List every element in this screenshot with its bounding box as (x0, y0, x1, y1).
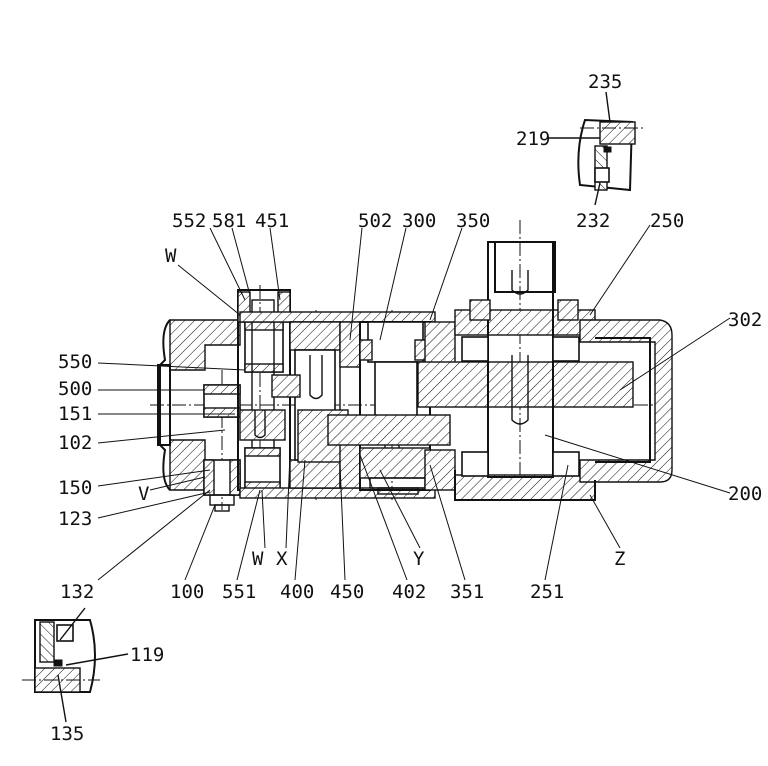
label-351: 351 (450, 581, 484, 603)
label-551: 551 (222, 581, 256, 603)
label-100: 100 (170, 581, 204, 603)
label-132: 132 (60, 581, 94, 603)
label-150: 150 (58, 477, 92, 499)
label-V: V (138, 483, 149, 505)
label-450: 450 (330, 581, 364, 603)
label-400: 400 (280, 581, 314, 603)
label-500: 500 (58, 378, 92, 400)
label-552: 552 (172, 210, 206, 232)
label-219: 219 (516, 128, 550, 150)
label-151: 151 (58, 403, 92, 425)
label-581: 581 (212, 210, 246, 232)
label-119: 119 (130, 644, 164, 666)
label-Y: Y (413, 548, 425, 570)
label-W-top: W (165, 245, 177, 267)
label-235: 235 (588, 71, 622, 93)
main-assembly (150, 220, 673, 512)
label-232: 232 (576, 210, 610, 232)
label-250: 250 (650, 210, 684, 232)
label-350: 350 (456, 210, 490, 232)
label-135: 135 (50, 723, 84, 745)
label-X: X (276, 548, 288, 570)
label-200: 200 (728, 483, 762, 505)
label-123: 123 (58, 508, 92, 530)
label-402: 402 (392, 581, 426, 603)
detail-view-bottom-left (22, 607, 129, 723)
label-251: 251 (530, 581, 564, 603)
label-Z: Z (614, 548, 625, 570)
label-102: 102 (58, 432, 92, 454)
label-502: 502 (358, 210, 392, 232)
leader-lines (97, 224, 731, 581)
label-550: 550 (58, 351, 92, 373)
label-451: 451 (255, 210, 289, 232)
label-302: 302 (728, 309, 762, 331)
label-300: 300 (402, 210, 436, 232)
detail-view-top-right (548, 91, 645, 206)
part-labels: 235 219 232 552 581 451 502 300 350 250 … (50, 71, 762, 745)
label-W-bottom: W (252, 548, 264, 570)
